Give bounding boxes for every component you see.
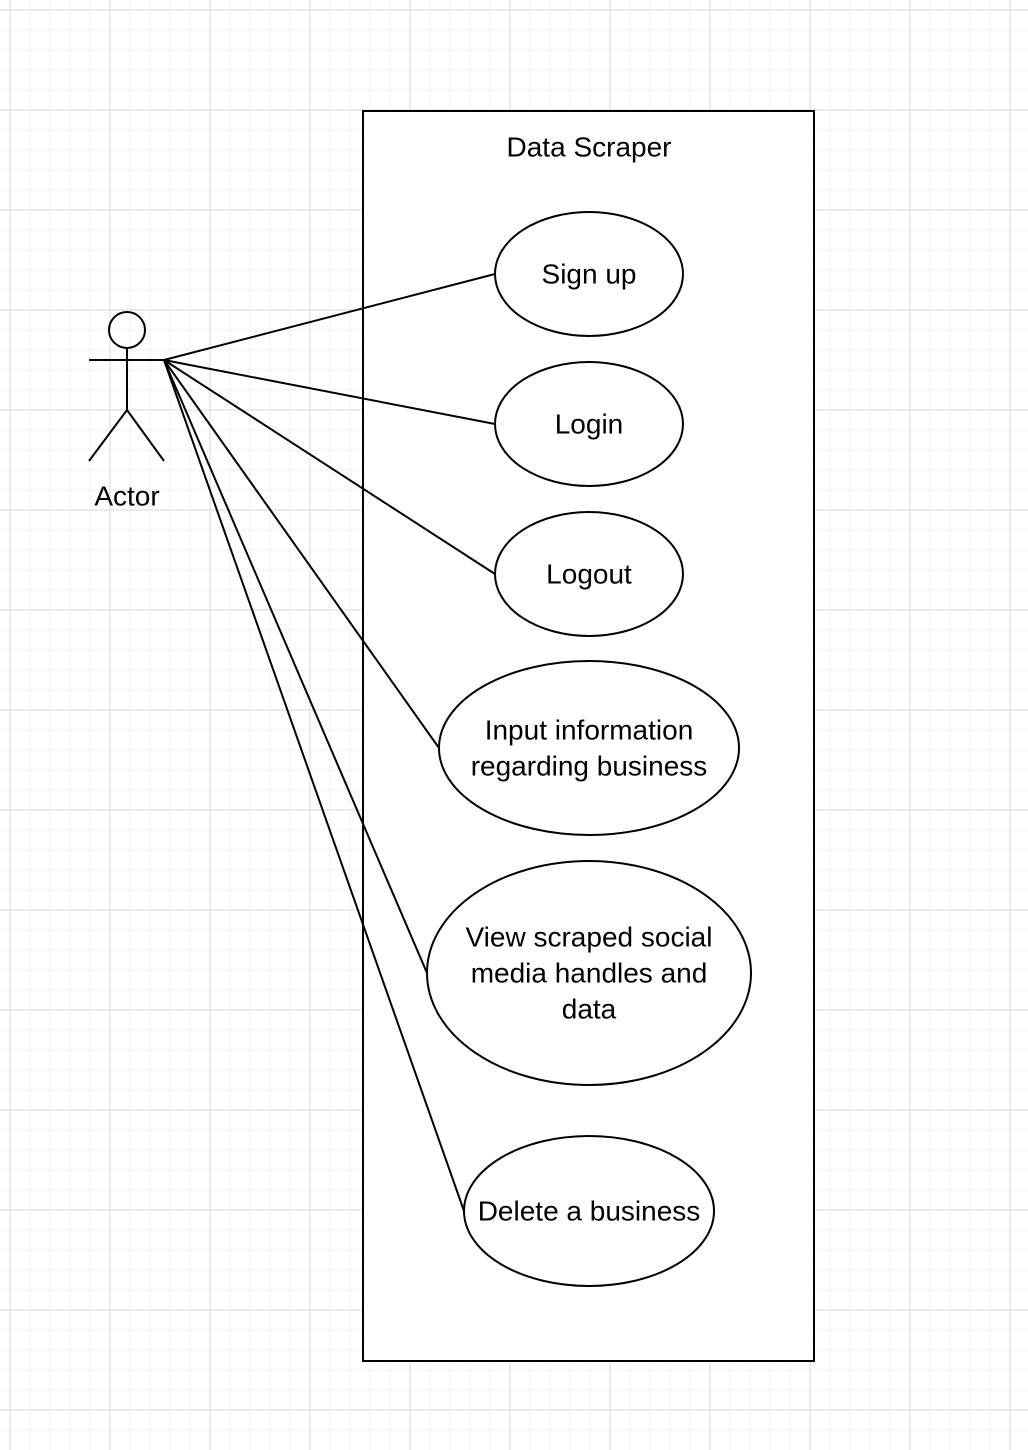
- use-case-ellipse: [438, 660, 740, 836]
- use-case-sign-up[interactable]: Sign up: [494, 211, 684, 337]
- use-case-label: Login: [555, 409, 624, 440]
- use-case-label: Input information: [485, 715, 694, 746]
- association-line-delete-business[interactable]: [163, 359, 465, 1212]
- use-case-ellipse: [494, 511, 684, 637]
- association-lines: [163, 273, 496, 1212]
- actor-left-leg: [88, 409, 128, 462]
- use-case-label: data: [562, 994, 617, 1025]
- use-case-ellipse: [463, 1135, 715, 1287]
- actor-label: Actor: [94, 481, 159, 512]
- association-line-view-scraped[interactable]: [163, 359, 428, 974]
- use-case-label: media handles and: [471, 958, 708, 989]
- use-case-label: Delete a business: [478, 1196, 701, 1227]
- association-line-login[interactable]: [163, 359, 496, 425]
- actor[interactable]: Actor: [88, 311, 165, 512]
- use-case-logout[interactable]: Logout: [494, 511, 684, 637]
- actor-right-leg: [126, 409, 165, 462]
- association-line-logout[interactable]: [163, 359, 496, 575]
- use-case-label: View scraped social: [466, 922, 713, 953]
- association-line-sign-up[interactable]: [163, 273, 496, 361]
- use-case-ellipse: [494, 361, 684, 487]
- system-title: Data Scraper: [507, 132, 672, 163]
- use-case-label: Sign up: [542, 259, 637, 290]
- use-case-input-information[interactable]: Input information regarding business: [438, 660, 740, 836]
- use-case-label: regarding business: [471, 751, 708, 782]
- use-case-view-scraped[interactable]: View scraped social media handles and data: [426, 860, 752, 1086]
- use-case-label: Logout: [546, 559, 632, 590]
- association-line-input-information[interactable]: [163, 359, 440, 749]
- use-case-delete-business[interactable]: Delete a business: [463, 1135, 715, 1287]
- use-case-login[interactable]: Login: [494, 361, 684, 487]
- use-case-ellipse: [494, 211, 684, 337]
- use-case-ellipse: [426, 860, 752, 1086]
